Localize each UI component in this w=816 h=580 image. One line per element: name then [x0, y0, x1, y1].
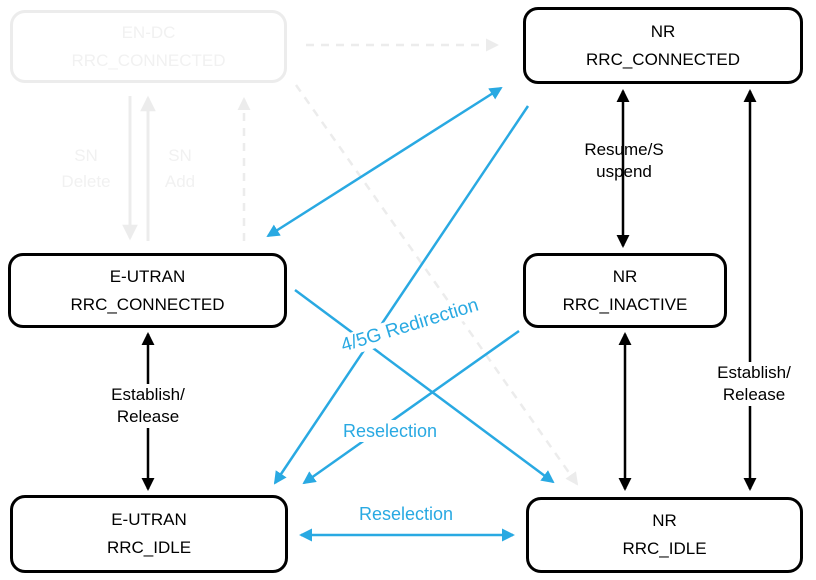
state-box-nr-rrc-connected: NR RRC_CONNECTED [523, 7, 803, 84]
label-establish-release-eutran: Establish/ Release [85, 384, 211, 428]
state-box-line1: NR [652, 511, 677, 530]
state-box-line1: NR [612, 266, 638, 286]
state-box-line2: RRC_IDLE [622, 539, 707, 558]
label-establish-release-nr: Establish/ Release [691, 362, 816, 406]
state-box-line1: E-UTRAN [111, 510, 187, 529]
label-sn-add: SN Add [164, 146, 196, 191]
state-box-line1: NR [650, 21, 676, 41]
state-box-nr-rrc-idle: NR RRC_IDLE [526, 497, 803, 573]
state-box-eutran-rrc-connected: E-UTRAN RRC_CONNECTED [8, 253, 287, 328]
state-box-line2: RRC_CONNECTED [70, 294, 225, 314]
label-4-5g-redirection: 4/5G Redirection [324, 290, 496, 362]
label-resume-suspend: Resume/S uspend [584, 140, 664, 181]
label-reselection-inactive-to-idle: Reselection [328, 420, 452, 442]
state-box-line2: RRC_IDLE [106, 538, 192, 557]
arrow-handover-eutran-nr-connected [266, 86, 503, 238]
state-box-endc-rrc-connected: EN-DC RRC_CONNECTED [10, 10, 287, 83]
label-reselection-idle-idle: Reselection [344, 503, 468, 525]
state-box-nr-rrc-inactive: NR RRC_INACTIVE [523, 253, 727, 328]
state-box-line1: EN-DC [121, 22, 176, 42]
state-box-line1: E-UTRAN [109, 266, 186, 286]
state-box-line2: RRC_INACTIVE [562, 294, 688, 314]
state-box-eutran-rrc-idle: E-UTRAN RRC_IDLE [10, 495, 288, 573]
state-box-line2: RRC_CONNECTED [71, 50, 226, 70]
state-box-line2: RRC_CONNECTED [586, 49, 740, 69]
label-sn-delete: SN Delete [61, 146, 111, 191]
